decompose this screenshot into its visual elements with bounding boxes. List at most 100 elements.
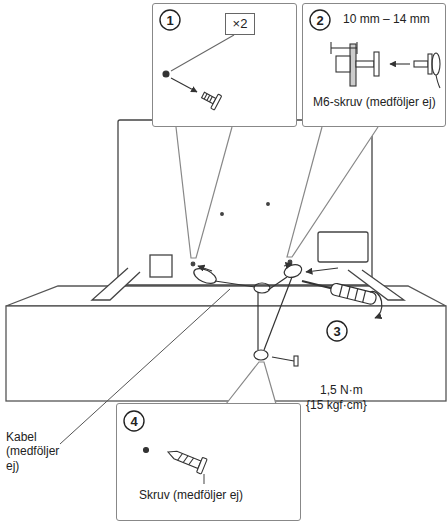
screwdriver [347, 287, 350, 299]
step-number: 2 [309, 9, 331, 31]
screwdriver [363, 291, 366, 303]
panel-four-detail [197, 457, 208, 474]
text-holder: M6-skruv (medföljer ej) [313, 95, 436, 109]
tv-back [318, 232, 368, 262]
anchor-screw [272, 356, 298, 366]
torque-value: 1,5 N·m [320, 383, 363, 397]
quantity-text: ×2 [233, 16, 248, 32]
cable [268, 277, 287, 290]
anchor-screw [272, 357, 294, 361]
cable [192, 262, 338, 360]
circle-outline [160, 10, 180, 30]
screwdriver [330, 282, 378, 305]
callout-panel: 1 ×2 [152, 3, 297, 127]
circle-outline [327, 321, 347, 341]
circle-outline [310, 10, 330, 30]
panel-two-detail [428, 54, 432, 74]
panel-two-detail [330, 42, 331, 54]
callout-frame [116, 3, 446, 521]
panel-two-detail [390, 63, 410, 64]
panel-two-detail [350, 44, 356, 86]
tv-back [267, 203, 270, 206]
cable [282, 262, 303, 279]
screwdriver [302, 281, 331, 288]
panel-two-detail [331, 42, 440, 88]
panel-one-detail [171, 78, 197, 92]
text-holder: {15 kgf·cm} [306, 398, 367, 412]
panel-four-detail [167, 448, 202, 468]
callout-frame [302, 3, 446, 127]
tv-back [150, 255, 172, 277]
screwdriver [355, 289, 358, 301]
callout-panel: 10 mm – 14 mm M6-skruv (medföljer ej) 2 [302, 3, 446, 127]
text-holder: Kabel (medföljer ej) [6, 430, 68, 473]
callout-number: 4 [130, 415, 137, 428]
callout-number: 1 [166, 14, 173, 27]
torque-value: {15 kgf·cm} [306, 398, 367, 412]
text-holder: 10 mm – 14 mm [343, 12, 430, 26]
cable [254, 283, 270, 293]
cable [264, 277, 292, 350]
tv-back [191, 262, 195, 266]
panel-four-detail [144, 445, 208, 484]
screwdriver [301, 275, 378, 305]
part-name: M6-skruv (medföljer ej) [313, 95, 436, 109]
cable [254, 350, 268, 360]
callout-panel: Skruv (medföljer ej) 4 [116, 403, 301, 521]
anchor-screw [294, 356, 298, 366]
screwdriver [370, 292, 382, 318]
panel-two-detail [336, 56, 350, 72]
panel-two-detail [436, 75, 440, 88]
callout-number: 2 [316, 14, 323, 27]
panel-four-detail [178, 453, 183, 461]
panel-one-detail [163, 71, 169, 77]
cable [284, 264, 292, 266]
panel-one-detail [171, 35, 234, 71]
panel-one-detail [163, 35, 234, 110]
cable-label: Kabel (medföljer ej) [6, 430, 68, 473]
panel-two-detail [414, 61, 428, 67]
panel-one-detail [211, 94, 222, 110]
tv-back [221, 213, 224, 216]
panel-two-detail [374, 52, 379, 76]
text-holder: Skruv (medföljer ej) [139, 488, 243, 502]
cabinet [6, 286, 446, 401]
panel-two-detail [356, 42, 357, 54]
tv-back [92, 120, 404, 300]
part-name: Skruv (medföljer ej) [139, 488, 243, 502]
circle-outline [124, 411, 144, 431]
callout-frame [152, 3, 297, 127]
panel-one-detail [207, 95, 210, 100]
text-holder: 1,5 N·m [320, 383, 363, 397]
cable [306, 268, 338, 272]
quantity-box: ×2 [225, 13, 255, 35]
panel-two-detail [432, 53, 440, 75]
panel-four-detail [183, 455, 188, 463]
cable [257, 292, 258, 350]
tv-back [92, 268, 140, 300]
callout-number: 3 [333, 325, 340, 338]
panel-two-detail [356, 61, 374, 67]
step-number: 1 [159, 9, 181, 31]
panel-four-detail [203, 474, 204, 484]
dimension-text: 10 mm – 14 mm [343, 12, 430, 26]
callout-frame [287, 127, 378, 257]
panel-one-detail [204, 94, 207, 99]
cable [215, 281, 255, 287]
panel-one-detail [199, 88, 222, 110]
callout-frame [176, 127, 232, 258]
panel-four-detail [189, 457, 194, 465]
panel-one-detail [210, 97, 213, 102]
tv-back [288, 260, 292, 264]
callout-frame [226, 362, 276, 404]
cable [192, 265, 219, 286]
panel-four-detail [165, 445, 207, 474]
step-number: 3 [326, 320, 348, 342]
cable [198, 266, 212, 271]
panel-four-detail [144, 448, 149, 453]
cabinet [6, 306, 446, 401]
screwdriver [301, 275, 382, 318]
